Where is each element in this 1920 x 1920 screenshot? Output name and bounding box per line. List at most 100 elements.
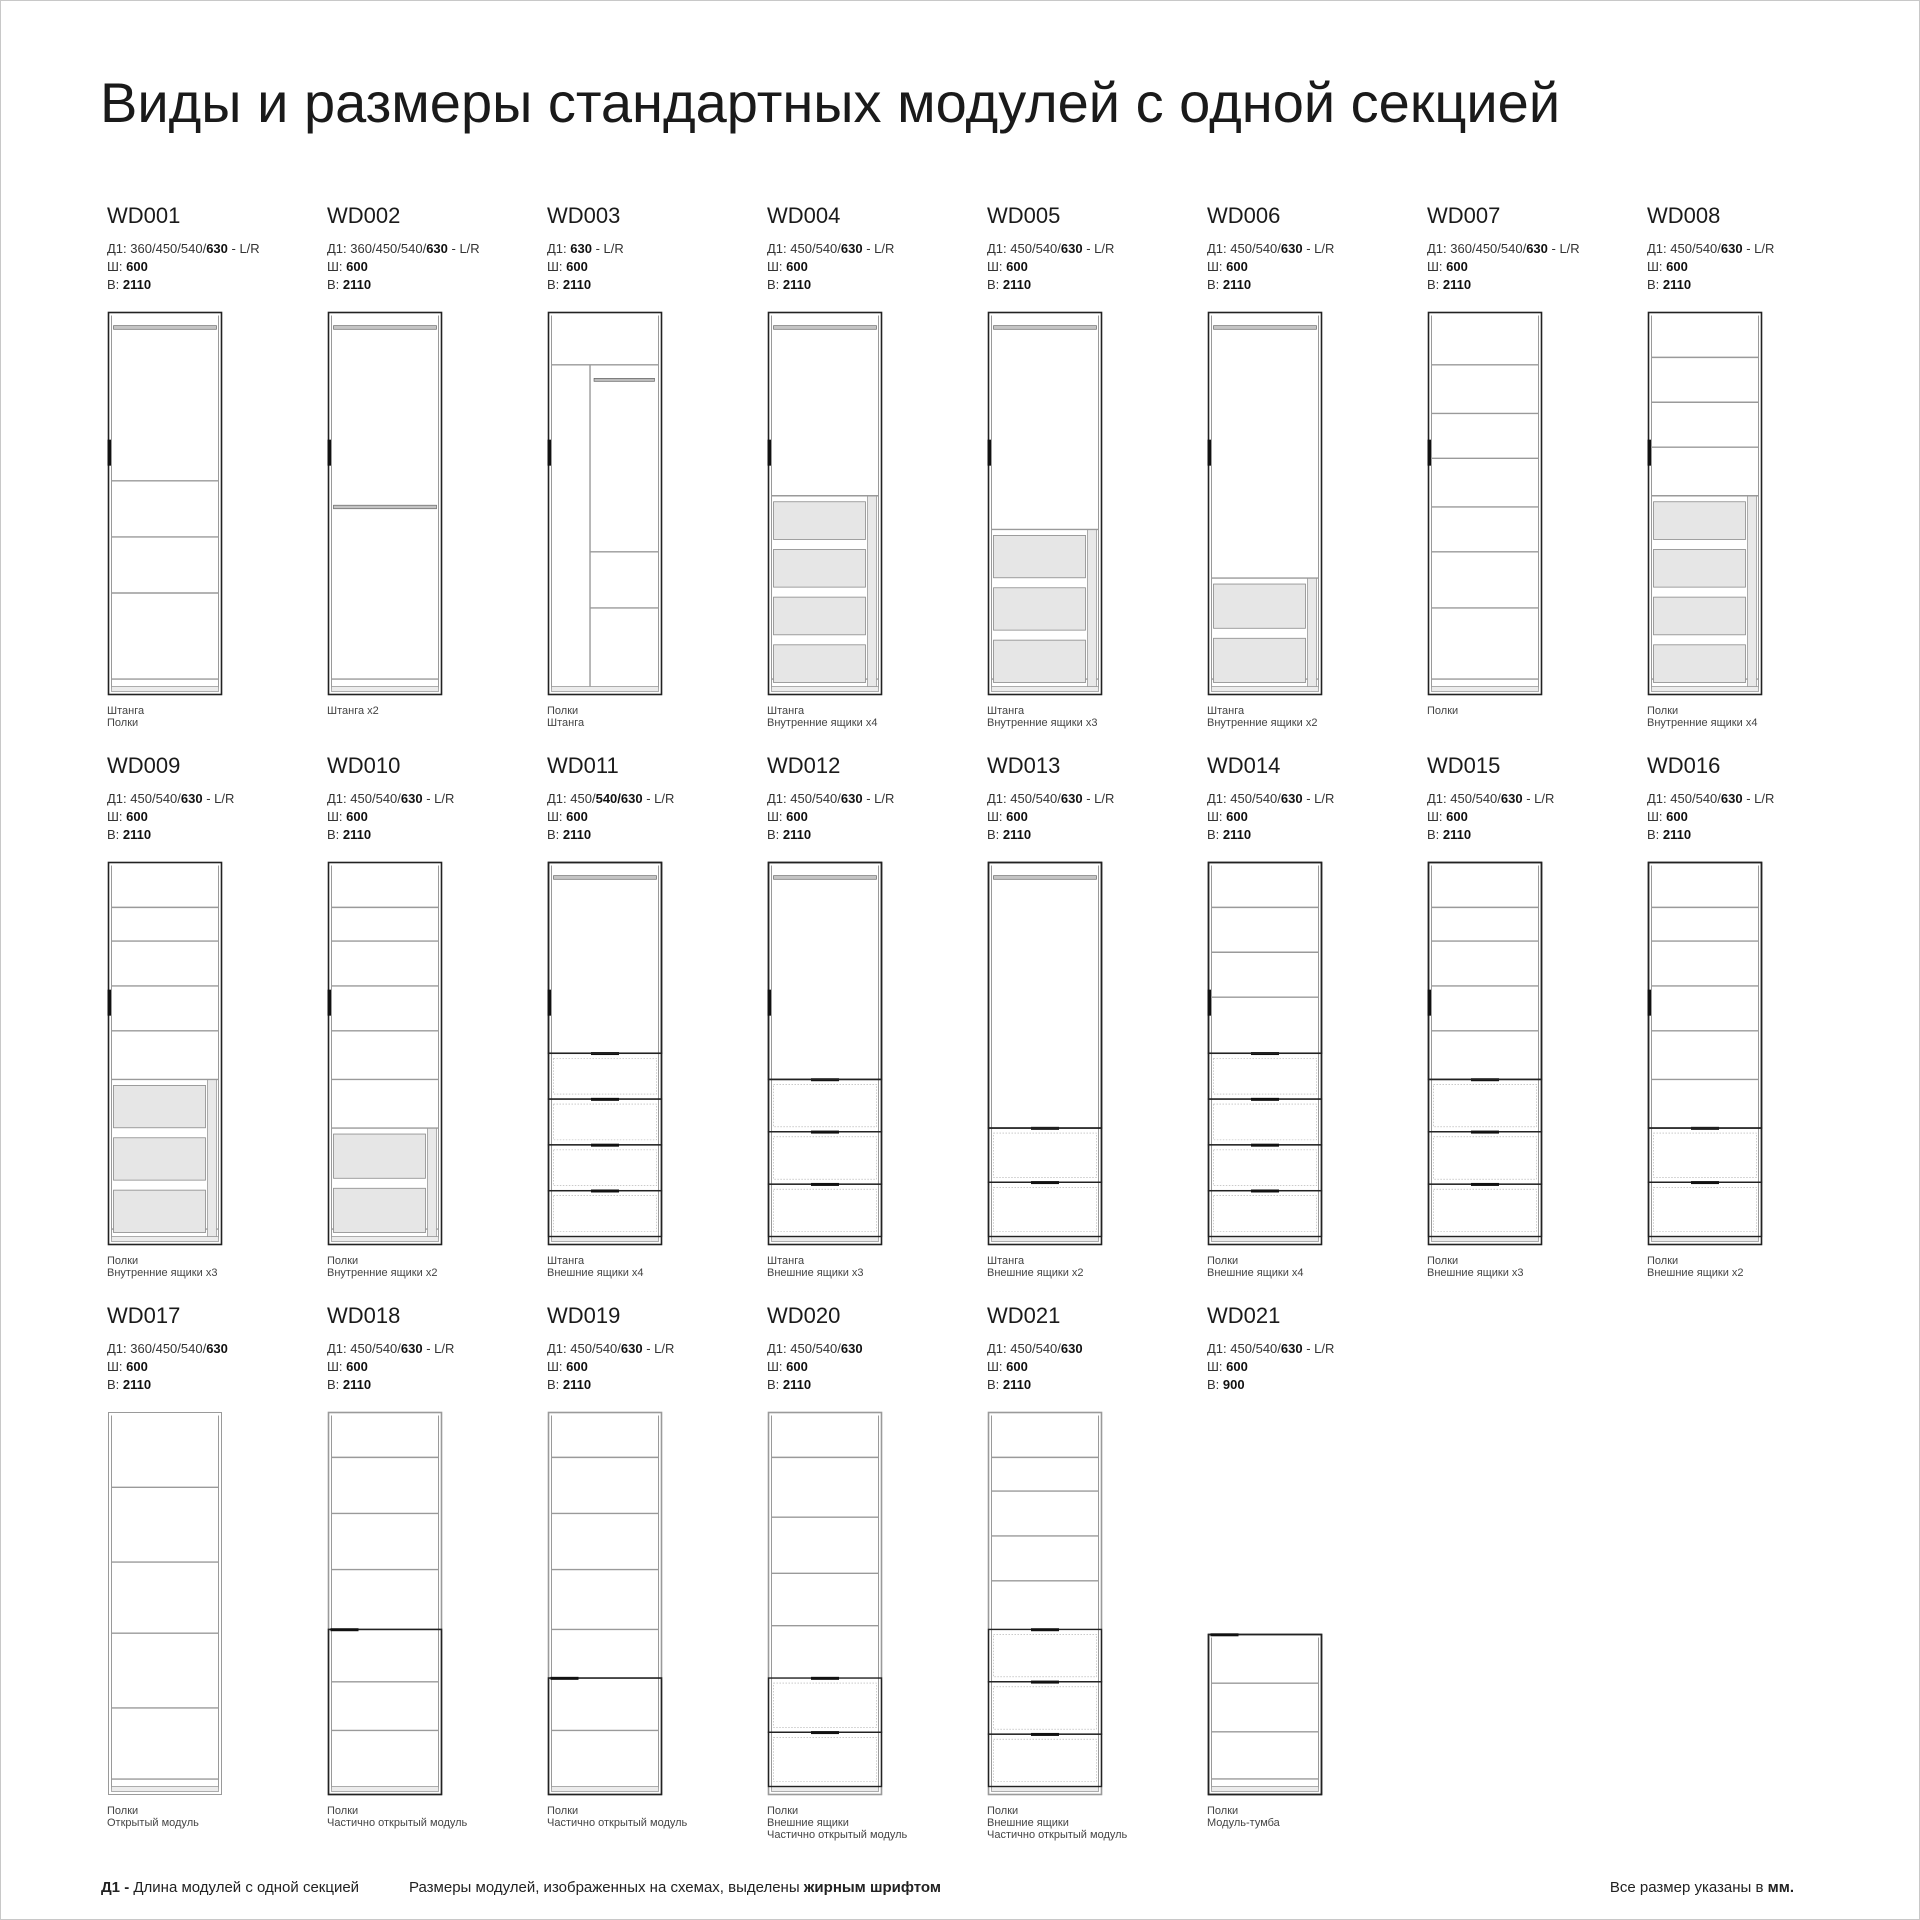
height-label: В: [547,277,560,292]
depth-label: Д1: [767,241,787,256]
depth-values: 450/540/ [790,1341,841,1356]
depth-label: Д1: [1427,241,1447,256]
carcass-outline [327,1411,443,1796]
hanging-rod [333,504,437,510]
internal-drawer [773,549,866,588]
width-value: 600 [566,809,588,824]
carcass-outline [1427,311,1543,696]
module-height: В: 2110 [107,827,151,842]
drawer-handle [811,1182,839,1186]
module-drawing [1427,861,1543,1246]
module-width: Ш: 600 [1427,809,1468,824]
external-drawer [1207,1052,1323,1100]
caption-line: Полки [1647,1255,1679,1267]
depth-bold-value: 630 [206,241,228,256]
height-value: 2110 [122,1377,152,1392]
module-width: Ш: 600 [547,809,588,824]
module-height: В: 2110 [1207,277,1251,292]
module-depth: Д1: 450/540/630 - L/R [1647,241,1774,256]
internal-drawer [1213,637,1306,683]
depth-values: 450/540/ [790,241,841,256]
external-drawer [547,1052,663,1100]
width-value: 600 [1666,259,1688,274]
internal-drawer [993,587,1086,631]
carcass-outline [767,1411,883,1796]
width-label: Ш: [1427,259,1443,274]
module-width: Ш: 600 [327,259,368,274]
external-drawer [547,1189,663,1238]
width-value: 600 [1226,809,1248,824]
module-drawing [108,1412,222,1795]
depth-label: Д1: [107,791,127,806]
internal-drawer [333,1187,426,1233]
internal-drawer [1653,644,1746,683]
height-label: В: [987,827,1000,842]
hanging-rod [773,325,877,330]
external-drawer [1427,1078,1543,1133]
module-height: В: 2110 [1207,827,1251,842]
height-label: В: [547,827,560,842]
plinth [1651,1236,1759,1242]
internal-drawer [993,535,1086,579]
module-caption: Штанга x2 [327,705,379,717]
module-width: Ш: 600 [1647,259,1688,274]
height-label: В: [1207,277,1220,292]
door-panel [547,861,663,1055]
module-drawing [107,311,223,696]
drawer-handle [1251,1097,1279,1101]
internal-drawer [773,596,866,636]
module-drawing [1427,311,1543,696]
module-width: Ш: 600 [987,809,1028,824]
internal-drawer [1653,549,1746,588]
width-value: 600 [1226,1359,1248,1374]
plinth [111,686,219,692]
depth-side: - L/R [422,791,455,806]
external-drawer [767,1131,883,1185]
caption-line: Штанга [767,705,805,717]
drawer-inner-outline [553,1195,657,1232]
drawer-handle [591,1097,619,1101]
external-drawer [987,1681,1103,1735]
drawer-handle [1471,1130,1499,1134]
drawer-inner-outline [1433,1084,1537,1128]
drawer-inner-outline [553,1103,657,1141]
footer-note: Размеры модулей, изображенных на схемах,… [409,1879,941,1896]
module-depth: Д1: 450/540/630 - L/R [107,791,234,806]
depth-side: - L/R [1302,1341,1335,1356]
carcass-outline [327,311,443,696]
carcass-outline [108,1412,222,1795]
drawer-handle [1031,1680,1059,1684]
height-label: В: [327,827,340,842]
depth-bold-value: 630 [400,791,423,806]
module-height: В: 900 [1207,1377,1245,1392]
depth-values: 360/450/540/ [1450,241,1527,256]
external-drawer [767,1078,883,1133]
module-drawing [547,1411,663,1796]
caption-line: Полки [107,717,139,729]
module-height: В: 2110 [547,827,591,842]
hanging-rod [593,378,655,382]
height-label: В: [987,277,1000,292]
width-label: Ш: [1207,809,1223,824]
width-label: Ш: [327,809,343,824]
drawer-inner-outline [1213,1195,1317,1232]
caption-line: Частично открытый модуль [547,1817,688,1829]
drawer-guide-panel [1087,529,1097,687]
caption-line: Штанга [767,1255,805,1267]
width-label: Ш: [767,809,783,824]
module-depth: Д1: 450/540/630 - L/R [1207,1341,1334,1356]
height-value: 2110 [342,277,372,292]
caption-line: Полки [107,1255,139,1267]
module-depth: Д1: 450/540/630 - L/R [1207,791,1334,806]
module-width: Ш: 600 [767,259,808,274]
depth-side: - L/R [1742,241,1775,256]
module-height: В: 2110 [327,1377,371,1392]
footer-units-bold: мм. [1767,1879,1794,1896]
height-value: 2110 [1662,277,1692,292]
external-drawer [767,1677,883,1733]
module-height: В: 2110 [547,277,591,292]
module-height: В: 2110 [547,1377,591,1392]
